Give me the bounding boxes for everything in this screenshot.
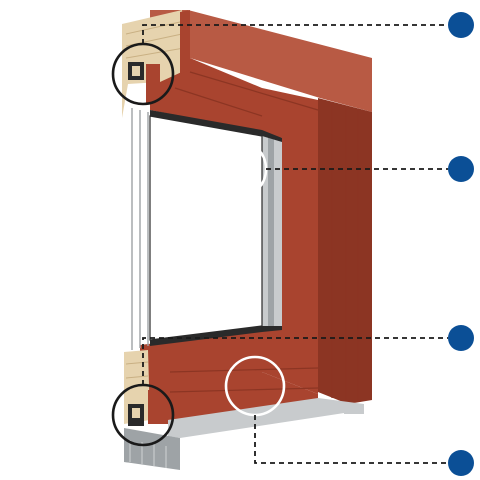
leader-3 bbox=[142, 337, 448, 385]
top-timber-section bbox=[122, 10, 190, 118]
groove-top-1 bbox=[189, 71, 319, 111]
top-seal-detail-inner bbox=[132, 66, 140, 76]
sill-top bbox=[168, 398, 364, 438]
markers bbox=[448, 12, 474, 476]
top-timber-grain-3 bbox=[125, 47, 185, 59]
inner-reveal bbox=[150, 110, 282, 346]
bottom-timber-grain-2 bbox=[125, 375, 149, 379]
aluminium-sill bbox=[124, 398, 364, 470]
groove-bottom-1 bbox=[169, 367, 319, 373]
glass-pane bbox=[131, 108, 263, 350]
bottom-timber-grain-1 bbox=[125, 361, 149, 365]
groove-top-2 bbox=[174, 87, 263, 117]
glass-face bbox=[149, 115, 263, 341]
bottom-seal-detail-inner bbox=[132, 408, 140, 418]
reveal-right-alu-shadow bbox=[268, 136, 274, 329]
top-timber-grain-1 bbox=[125, 21, 181, 35]
marker-2-dot[interactable] bbox=[448, 156, 474, 182]
bottom-red-profile bbox=[148, 390, 168, 424]
top-red-cap bbox=[180, 10, 190, 74]
bottom-timber-section bbox=[124, 350, 168, 426]
frame-right-face bbox=[318, 98, 372, 404]
leader-lines bbox=[142, 24, 448, 464]
marker-1-dot[interactable] bbox=[448, 12, 474, 38]
groove-bottom-2 bbox=[169, 387, 319, 393]
top-red-profile bbox=[146, 64, 160, 104]
sill-drip bbox=[344, 404, 364, 414]
leader-4 bbox=[254, 415, 448, 464]
reveal-bottom-seal bbox=[150, 326, 282, 346]
reveal-top-seal bbox=[150, 110, 282, 142]
frame-top-face bbox=[150, 10, 372, 112]
leader-1 bbox=[142, 24, 448, 44]
marker-4-dot[interactable] bbox=[448, 450, 474, 476]
marker-3-dot[interactable] bbox=[448, 325, 474, 351]
